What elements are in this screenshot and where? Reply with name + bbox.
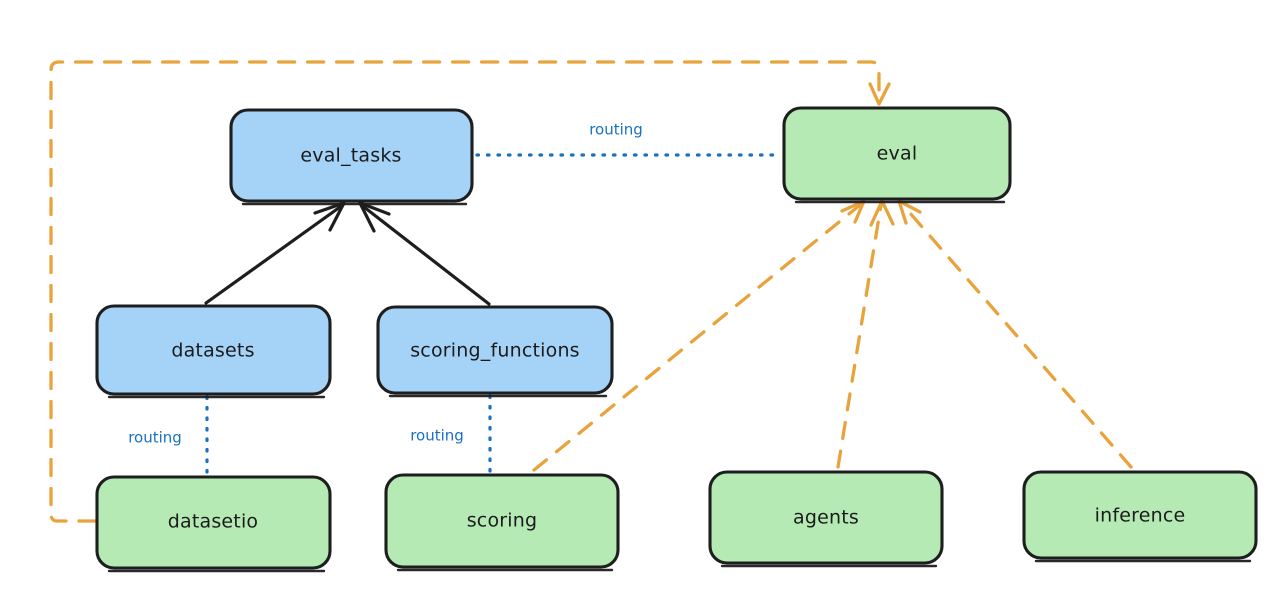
arrowhead-agents-eval bbox=[869, 199, 895, 227]
node-agents-box[interactable] bbox=[708, 470, 944, 565]
node-eval-tasks[interactable]: eval_tasks bbox=[229, 108, 474, 206]
edge-datasets-to-evaltasks bbox=[204, 201, 346, 305]
node-inference-box[interactable] bbox=[1022, 470, 1258, 560]
edge-label-routing-top: routing bbox=[589, 121, 643, 139]
edge-datasetio-to-eval bbox=[49, 60, 891, 523]
edge-agents-to-eval bbox=[836, 199, 895, 469]
node-datasets-box[interactable] bbox=[95, 304, 332, 396]
node-datasetio[interactable]: datasetio bbox=[95, 475, 332, 573]
edge-path-datasetio-eval bbox=[49, 60, 881, 523]
node-scoring[interactable]: scoring bbox=[384, 473, 620, 572]
node-scoring-label: scoring bbox=[467, 510, 538, 532]
node-eval[interactable]: eval bbox=[782, 106, 1012, 204]
node-eval-label: eval bbox=[877, 143, 918, 165]
node-agents-label: agents bbox=[793, 507, 859, 529]
node-datasetio-label: datasetio bbox=[168, 511, 259, 533]
edge-scoringfns-to-evaltasks bbox=[358, 201, 491, 306]
node-scoring-functions-label: scoring_functions bbox=[410, 340, 580, 362]
edge-group-routing bbox=[205, 153, 783, 476]
node-eval-box[interactable] bbox=[782, 106, 1012, 201]
node-eval-tasks-box[interactable] bbox=[229, 108, 474, 203]
edge-path-scoringfns-evaltasks bbox=[362, 205, 491, 306]
node-datasetio-box[interactable] bbox=[95, 475, 332, 570]
arrowhead-datasetio-eval bbox=[868, 82, 891, 106]
edge-label-routing-datasets: routing bbox=[128, 429, 182, 447]
node-datasets-label: datasets bbox=[171, 340, 254, 362]
node-inference[interactable]: inference bbox=[1022, 470, 1258, 563]
edge-inference-to-eval bbox=[897, 199, 1133, 469]
edge-path-agents-eval bbox=[836, 203, 883, 469]
edge-path-inference-eval bbox=[901, 203, 1133, 469]
node-scoring-box[interactable] bbox=[384, 473, 620, 569]
node-agents[interactable]: agents bbox=[708, 470, 944, 568]
node-scoring-functions-box[interactable] bbox=[376, 305, 614, 395]
edge-group-solid bbox=[204, 201, 491, 306]
node-inference-label: inference bbox=[1095, 505, 1186, 527]
edge-label-routing-scoring-functions: routing bbox=[410, 427, 464, 445]
edge-group-dependencies bbox=[49, 60, 1133, 523]
edge-path-datasets-evaltasks bbox=[204, 205, 342, 305]
edge-label-group: routing routing routing bbox=[128, 121, 643, 447]
node-group: eval_tasks eval datasets scoring_functio… bbox=[95, 106, 1258, 573]
node-scoring-functions[interactable]: scoring_functions bbox=[376, 305, 614, 398]
node-datasets[interactable]: datasets bbox=[95, 304, 332, 399]
node-eval-tasks-label: eval_tasks bbox=[300, 145, 401, 167]
edge-path-scoring-eval bbox=[532, 203, 862, 472]
